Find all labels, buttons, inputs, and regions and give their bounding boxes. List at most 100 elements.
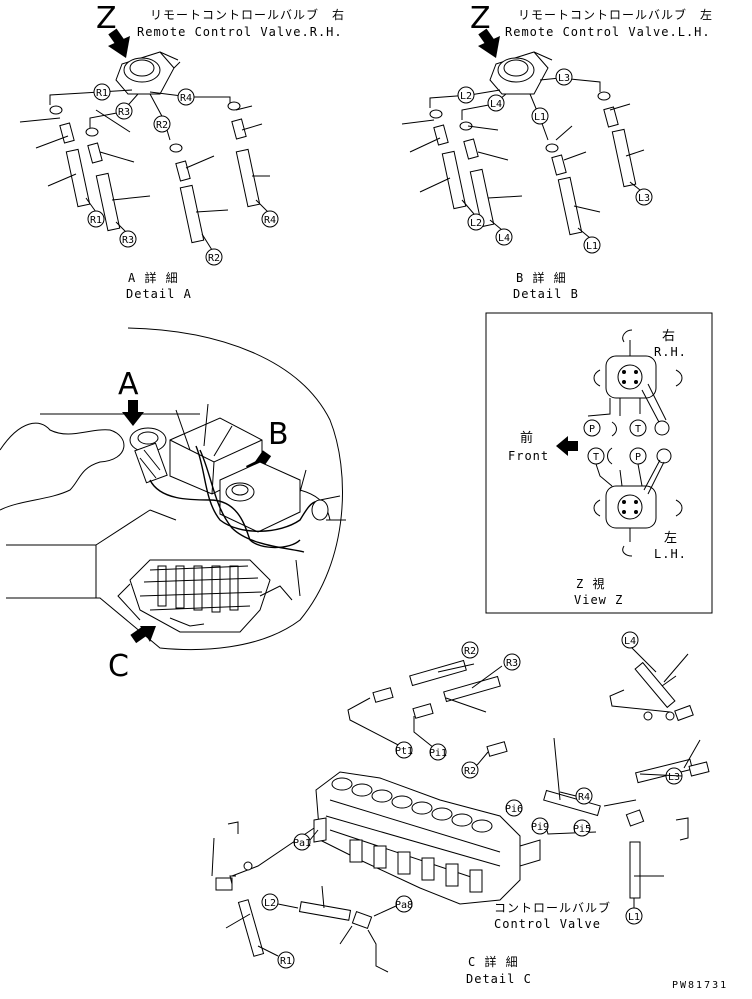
tag-c-r4: R4	[575, 787, 593, 805]
overview-label-b: B	[268, 417, 289, 452]
view-arrow-icon	[130, 626, 156, 644]
overview-label-a: A	[118, 367, 139, 402]
svg-text:R3: R3	[118, 107, 130, 118]
view-letter-a: Z	[96, 1, 117, 36]
machine-overview: A B	[0, 327, 346, 684]
tag-c-pi9: Pi9	[531, 817, 549, 835]
hose	[65, 148, 261, 244]
hose	[441, 128, 637, 236]
tag-c-pt1: Pt1	[395, 741, 413, 759]
view-letter-b: Z	[470, 1, 491, 36]
detail-a: Z リモートコントロールバルブ 右 Remote Control Valve.R…	[19, 1, 345, 301]
svg-text:R2: R2	[156, 120, 168, 131]
port-t-lower: T	[587, 447, 605, 465]
svg-text:Pa1: Pa1	[293, 838, 311, 849]
tag-c-pi6: Pi6	[505, 799, 523, 817]
svg-text:Pi5: Pi5	[573, 824, 591, 835]
svg-text:R4: R4	[578, 792, 590, 803]
tag-r1-bottom: R1	[87, 210, 105, 228]
view-z-lh-jp: 左	[664, 531, 677, 546]
svg-text:T: T	[593, 452, 599, 463]
port-p-lower: P	[629, 447, 647, 465]
detail-c-caption-en: Detail C	[466, 972, 532, 986]
tag-r2-top: R2	[153, 115, 171, 133]
remote-control-valve-lh	[489, 51, 553, 95]
svg-text:R1: R1	[96, 88, 108, 99]
detail-b-title-en: Remote Control Valve.L.H.	[505, 25, 711, 39]
tag-c-r2-mid: R2	[461, 761, 479, 779]
svg-text:L4: L4	[498, 233, 510, 244]
svg-text:Pa8: Pa8	[395, 900, 413, 911]
control-valve	[313, 771, 541, 905]
drawing-number: PW81731	[672, 980, 728, 991]
overview-label-c: C	[108, 649, 129, 684]
svg-text:R2: R2	[464, 766, 476, 777]
svg-text:Pi1: Pi1	[429, 748, 447, 759]
detail-a-title-jp: リモートコントロールバルブ 右	[150, 7, 345, 22]
svg-text:L4: L4	[490, 99, 502, 110]
view-z-front-jp: 前	[520, 430, 533, 446]
port-t-upper: T	[629, 419, 647, 437]
tag-c-pa8: Pa8	[395, 895, 413, 913]
remote-control-valve-rh	[115, 51, 181, 95]
svg-text:L4: L4	[624, 636, 636, 647]
view-z-caption-en: View Z	[574, 593, 623, 607]
tag-c-r1: R1	[277, 951, 295, 969]
svg-text:T: T	[635, 424, 641, 435]
view-z-panel: 右 R.H. P T 前 Front	[485, 312, 713, 614]
detail-b-caption-jp: B 詳 細	[516, 270, 567, 285]
detail-c-title-en: Control Valve	[494, 917, 601, 931]
tag-c-pa1: Pa1	[293, 833, 311, 851]
tag-c-l1: L1	[625, 907, 643, 925]
svg-text:L3: L3	[638, 193, 650, 204]
svg-text:L1: L1	[586, 241, 598, 252]
svg-text:Pi6: Pi6	[505, 804, 523, 815]
tag-r2-bottom: R2	[205, 248, 223, 266]
svg-text:L2: L2	[264, 898, 276, 909]
tag-r4-top: R4	[177, 88, 195, 106]
svg-text:P: P	[635, 452, 641, 463]
tag-c-pi1: Pi1	[429, 743, 447, 761]
svg-text:R4: R4	[264, 215, 276, 226]
tag-l4-bottom: L4	[495, 228, 513, 246]
remote-control-valve-rh-overview	[129, 427, 168, 484]
control-valve-overview	[117, 559, 293, 633]
tag-l4-top: L4	[487, 94, 505, 112]
tag-l3-bottom: L3	[635, 188, 653, 206]
detail-a-caption-jp: A 詳 細	[128, 270, 179, 285]
tag-l3-top: L3	[555, 68, 573, 86]
view-z-lh-en: L.H.	[654, 547, 687, 561]
svg-text:R2: R2	[464, 646, 476, 657]
tag-c-pi5: Pi5	[573, 819, 591, 837]
tag-l1-bottom: L1	[583, 236, 601, 254]
tag-c-l2: L2	[261, 893, 279, 911]
tag-r3-bottom: R3	[119, 230, 137, 248]
svg-text:R3: R3	[506, 658, 518, 669]
valve-lh-plan	[593, 459, 683, 557]
svg-text:L2: L2	[470, 218, 482, 229]
view-z-rh-en: R.H.	[654, 345, 687, 359]
valve-rh-plan	[587, 329, 683, 425]
tag-c-l4: L4	[621, 631, 639, 649]
svg-text:L3: L3	[668, 772, 680, 783]
svg-text:R2: R2	[208, 253, 220, 264]
svg-text:Pt1: Pt1	[395, 746, 413, 757]
view-z-rh-jp: 右	[662, 329, 675, 344]
svg-text:L1: L1	[534, 112, 546, 123]
svg-text:Pi9: Pi9	[531, 822, 549, 833]
tag-r4-bottom: R4	[261, 210, 279, 228]
tag-c-r2-top: R2	[461, 641, 479, 659]
tag-c-r3-top: R3	[503, 653, 521, 671]
svg-text:R1: R1	[280, 956, 292, 967]
view-z-caption-jp: Z 視	[576, 576, 605, 591]
tag-r1-top: R1	[93, 83, 111, 101]
svg-text:R3: R3	[122, 235, 134, 246]
detail-a-caption-en: Detail A	[126, 287, 192, 301]
detail-c: R2 R3 L4 Pt1 Pi1 R2 R4 Pi6 Pi9 Pi5 L3 Pa…	[211, 631, 710, 986]
view-arrow-icon	[122, 400, 144, 426]
adapter	[433, 106, 619, 176]
tag-l2-top: L2	[457, 86, 475, 104]
port-p-upper: P	[583, 419, 601, 437]
svg-text:R1: R1	[90, 215, 102, 226]
